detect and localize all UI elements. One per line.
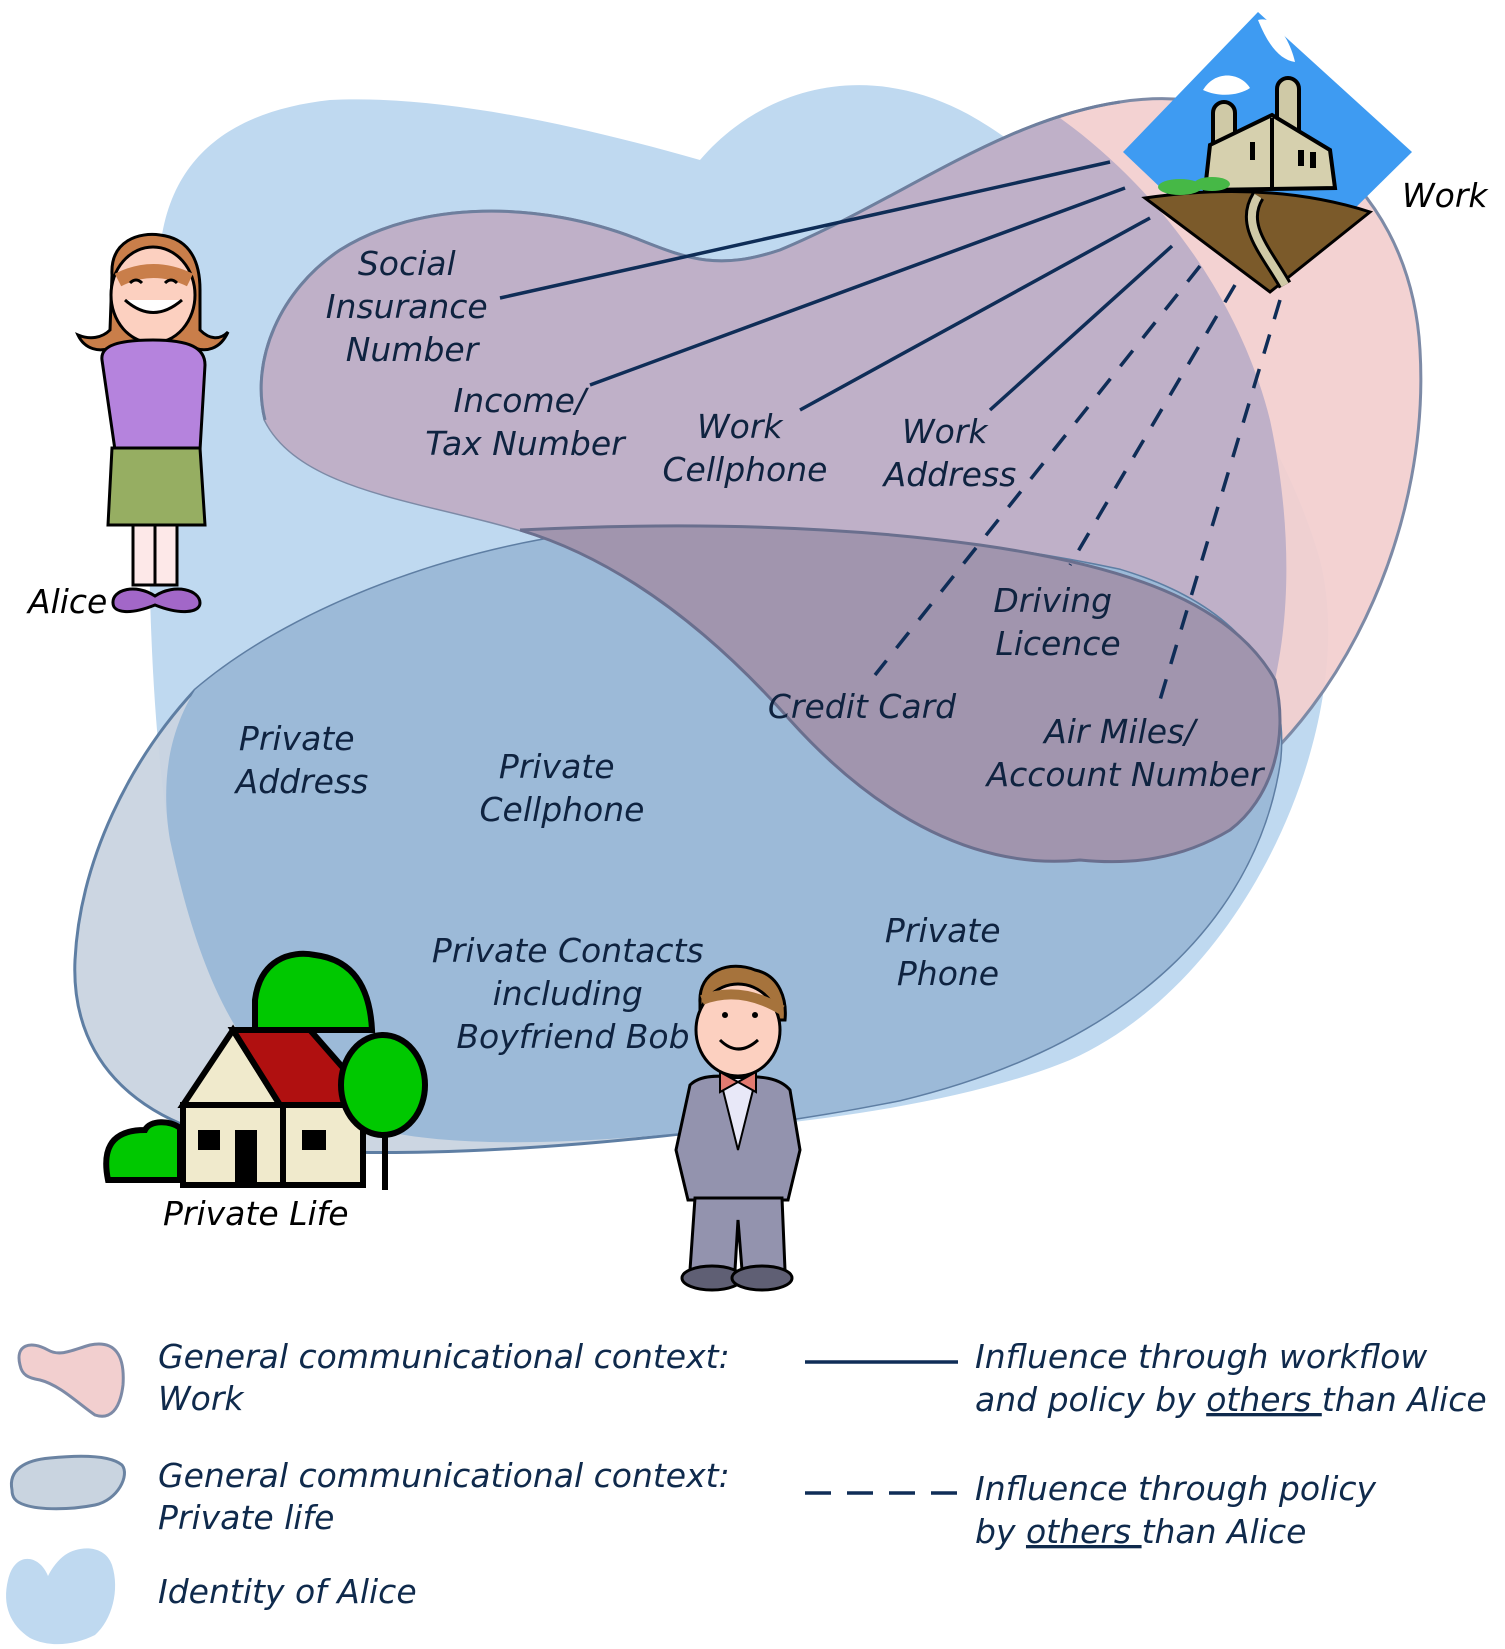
legend-work-swatch (17, 1342, 125, 1418)
link-work-cellphone (799, 216, 1151, 412)
link-social-insurance (499, 160, 1111, 300)
work-cellphone-label: Work Cellphone (663, 407, 828, 489)
house-icon (103, 950, 428, 1190)
legend-private-text: General communicational context: Private… (158, 1456, 740, 1537)
link-credit-card (873, 264, 1202, 677)
private-life-label: Private Life (163, 1194, 349, 1233)
driving-licence-label: Driving Licence (993, 581, 1122, 663)
legend-identity-text: Identity of Alice (158, 1572, 417, 1611)
link-work-address (988, 244, 1174, 412)
solid-influence-lines (499, 160, 1174, 412)
work-label: Work (1402, 176, 1489, 215)
legend-work-text: General communicational context: Work (158, 1337, 740, 1418)
legend-private-swatch (9, 1454, 126, 1511)
private-cellphone-label: Private Cellphone (480, 747, 645, 829)
link-income-tax (589, 186, 1126, 387)
legend-dashed-text: Influence through policy by others than … (975, 1469, 1387, 1551)
alice-label: Alice (26, 582, 107, 621)
air-miles-label: Air Miles/ Account Number (985, 712, 1266, 794)
income-tax-label: Income/ Tax Number (425, 381, 627, 463)
bob-figure (674, 964, 802, 1292)
private-address-label: Private Address (234, 719, 369, 801)
work-address-label: Work Address (882, 412, 1017, 494)
alice-figure (75, 232, 230, 613)
link-driving-licence (1068, 284, 1237, 566)
legend-solid-text: Influence through workflow and policy by… (975, 1337, 1487, 1419)
legend: General communicational context: Work Ge… (6, 1337, 1487, 1645)
credit-card-label: Credit Card (768, 687, 957, 726)
legend-identity-swatch (6, 1548, 116, 1645)
private-contacts-label: Private Contacts including Boyfriend Bob (432, 931, 714, 1056)
social-insurance-label: Social Insurance Number (326, 244, 498, 369)
private-phone-label: Private Phone (885, 911, 1011, 993)
factory-icon (1123, 12, 1412, 294)
triple-overlap-region (520, 525, 1280, 862)
dashed-influence-lines (873, 264, 1282, 701)
